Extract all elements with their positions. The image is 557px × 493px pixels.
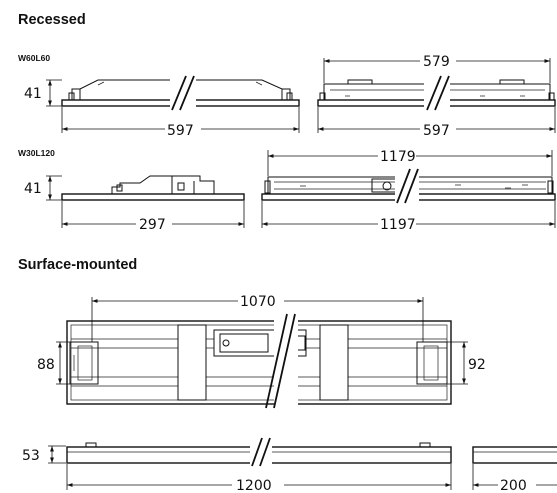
w60l60-front-view: [46, 74, 300, 133]
surface-side-width-label: 1200: [236, 478, 272, 493]
w60l60-height-label: 41: [24, 86, 42, 102]
w30l120-side-width-label: 1197: [380, 217, 416, 233]
surface-side-view: [48, 436, 452, 490]
w60l60-side-view: [317, 58, 556, 133]
surface-side-height-label: 53: [22, 448, 40, 464]
w30l120-front-view: [46, 175, 245, 228]
w30l120-side-inner-label: 1179: [380, 149, 416, 165]
w30l120-height-label: 41: [24, 181, 42, 197]
w60l60-side-width-label: 597: [423, 123, 450, 139]
surface-mounted-heading: Surface-mounted: [18, 257, 137, 273]
w30l120-side-view: [261, 150, 556, 228]
surface-end-width-label: 200: [500, 478, 527, 493]
w30l120-width-label: 297: [139, 217, 166, 233]
surface-right-height-label: 92: [468, 357, 486, 373]
recessed-heading: Recessed: [18, 12, 86, 28]
w30l120-label: W30L120: [18, 148, 55, 158]
w60l60-label: W60L60: [18, 53, 50, 63]
surface-top-width-label: 1070: [240, 294, 276, 310]
surface-top-view: [56, 297, 468, 412]
w60l60-side-inner-label: 579: [423, 54, 450, 70]
w60l60-width-label: 597: [167, 123, 194, 139]
surface-end-view: [472, 446, 557, 490]
surface-left-height-label: 88: [37, 357, 55, 373]
